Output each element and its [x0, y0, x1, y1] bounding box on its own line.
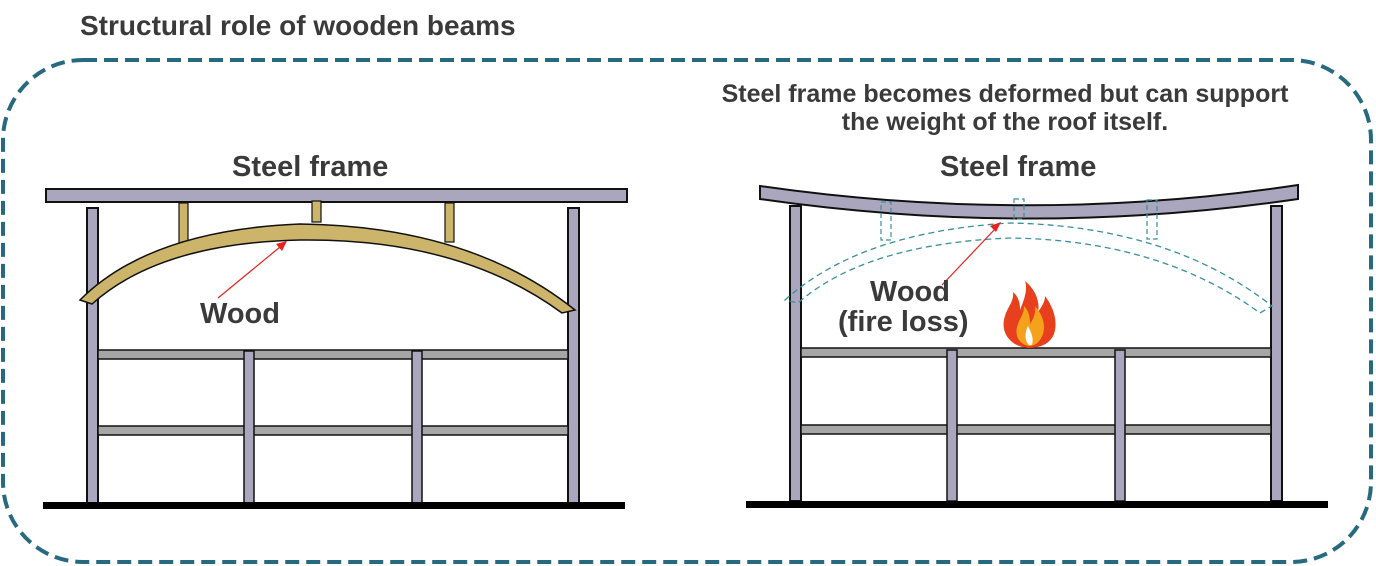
right-steel-frame-label: Steel frame	[940, 151, 1097, 183]
wood-hanger	[444, 202, 455, 243]
right-note: Steel frame becomes deformed but can sup…	[721, 80, 1289, 136]
pointer-arrow	[941, 228, 996, 286]
arrow-head	[990, 222, 1001, 232]
right-wood-sublabel: (fire loss)	[838, 306, 969, 338]
steel-roof-beam	[45, 188, 628, 203]
ghost-hanger	[1146, 199, 1158, 240]
left-structure	[43, 188, 628, 509]
ghost-wood-arch	[783, 222, 1274, 314]
left-wood-label: Wood	[200, 298, 280, 330]
ghost-hanger	[880, 201, 892, 241]
wood-hanger	[311, 200, 322, 223]
pointer-arrow	[217, 246, 281, 299]
right-structure	[746, 183, 1328, 508]
right-column	[789, 205, 802, 502]
diagram-title: Structural role of wooden beams	[80, 10, 516, 41]
left-column	[86, 207, 99, 505]
floor-beam	[97, 349, 569, 360]
ghost-hanger	[1013, 198, 1025, 220]
ground-line	[43, 502, 625, 509]
floor-beam	[800, 347, 1272, 358]
left-steel-frame-label: Steel frame	[232, 151, 389, 183]
interior-column	[243, 350, 255, 505]
interior-column	[946, 349, 958, 502]
dashed-border	[1, 58, 1373, 564]
ground-line	[746, 501, 1328, 508]
floor-beam	[97, 425, 569, 436]
wood-arch	[78, 223, 577, 314]
right-wood-label: Wood	[870, 276, 950, 308]
interior-column	[411, 350, 423, 505]
floor-beam	[800, 424, 1272, 435]
deformed-steel-roof-beam	[759, 183, 1299, 220]
wood-hanger	[178, 202, 189, 244]
fire-icon	[1003, 281, 1056, 348]
right-column	[1270, 205, 1283, 502]
left-column	[567, 207, 580, 505]
interior-column	[1114, 349, 1126, 502]
arrow-head	[276, 241, 287, 251]
